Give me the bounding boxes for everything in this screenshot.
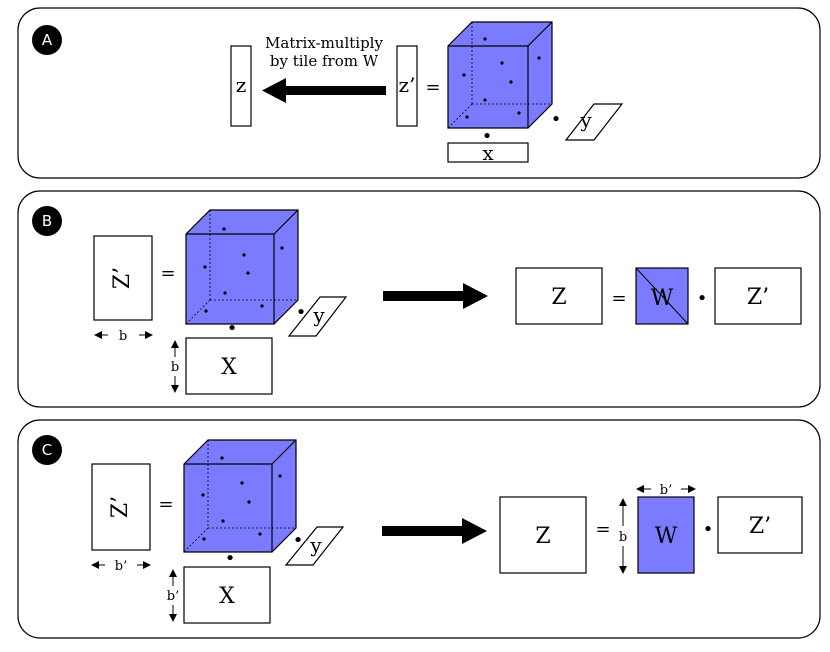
panel-a-zprime-label: z’ (399, 73, 416, 97)
panel-b-width-label: b (119, 329, 127, 344)
panel-c-w-width-label: b’ (660, 483, 672, 498)
panel-b-zprime-matrix (93, 235, 153, 321)
panel-c-zprime-label: Z’ (108, 496, 133, 518)
panel-a-dot-y: • (551, 109, 562, 130)
panel-c-z-matrix (499, 496, 587, 574)
panel-c-zprime-matrix (91, 463, 151, 551)
panel-b-y-label: y (312, 303, 325, 327)
panel-b-badge (32, 206, 62, 236)
panel-c-y-vector (284, 526, 345, 566)
panel-c-badge-label: C (42, 441, 52, 459)
panel-b-w-label: W (651, 286, 674, 311)
panel-a-arrow (262, 78, 386, 103)
panel-c-w-tile (637, 496, 695, 574)
panel-b-height-label: b (171, 360, 179, 375)
panel-c-x-label: X (219, 584, 235, 609)
panel-c-equals-2: = (595, 519, 610, 540)
panel-a-tensor-cube (447, 21, 553, 129)
panel-b-z-matrix (515, 267, 603, 325)
panel-b-dot-2: • (697, 288, 708, 309)
panel-c-badge (32, 435, 62, 465)
panel-c-w-label: W (655, 524, 678, 549)
panel-b: B Z’ b = • y (17, 190, 821, 408)
panel-a-z-vector (230, 45, 252, 127)
panel-b-dot-x: • (227, 318, 238, 339)
panel-b-equals-2: = (611, 288, 626, 309)
panel-c: C Z’ b’ = • y (17, 419, 821, 639)
panel-c-dot-2: • (703, 519, 714, 540)
panel-b-badge-label: B (42, 212, 52, 230)
panel-b-z-label: Z (551, 285, 566, 310)
panel-b-equals: = (160, 263, 175, 284)
panel-b-dot-y: • (296, 302, 307, 323)
panel-a-dot-x: • (482, 126, 493, 147)
panel-a-zprime-vector (396, 45, 418, 127)
panel-c-dot-x: • (225, 548, 236, 569)
panel-a-caption-line2: by tile from W (270, 52, 379, 70)
panel-b-w-tile (635, 267, 689, 325)
panel-a-x-vector (447, 142, 529, 163)
panel-a-badge (32, 25, 62, 55)
panel-c-height-label: b’ (167, 589, 179, 604)
panel-b-x-matrix (185, 337, 273, 395)
panel-c-z-label: Z (535, 524, 550, 549)
panel-a-frame (17, 7, 821, 179)
panel-c-x-matrix (183, 566, 271, 624)
panel-c-width-label: b’ (115, 559, 127, 574)
panel-b-y-vector (287, 296, 348, 337)
panel-c-y-label: y (309, 533, 322, 557)
panel-c-tensor-cube (183, 439, 297, 553)
panel-a-x-label: x (482, 141, 494, 165)
panel-b-arrow (383, 283, 488, 309)
panel-c-zprime-result-matrix (717, 496, 803, 554)
panel-b-zprime-result-matrix (714, 267, 802, 325)
panel-c-zprime-result-label: Z’ (749, 514, 771, 539)
panel-b-tensor-cube (185, 209, 299, 325)
panel-a: A z Matrix-multiply by tile from W z’ = (17, 7, 821, 179)
panel-a-y-label: y (579, 108, 592, 132)
panel-c-arrow (382, 518, 487, 544)
panel-a-caption-line1: Matrix-multiply (265, 34, 383, 52)
panel-b-x-label: X (221, 355, 237, 380)
panel-b-zprime-result-label: Z’ (747, 285, 769, 310)
panel-c-dot-y: • (293, 530, 304, 551)
panel-a-equals: = (425, 77, 440, 98)
panel-b-zprime-label: Z’ (110, 267, 135, 289)
panel-a-y-vector (564, 103, 624, 141)
panel-c-w-height-label: b (619, 530, 627, 545)
panel-a-badge-label: A (42, 31, 53, 49)
panel-c-equals: = (158, 494, 173, 515)
panel-a-z-label: z (236, 73, 247, 97)
